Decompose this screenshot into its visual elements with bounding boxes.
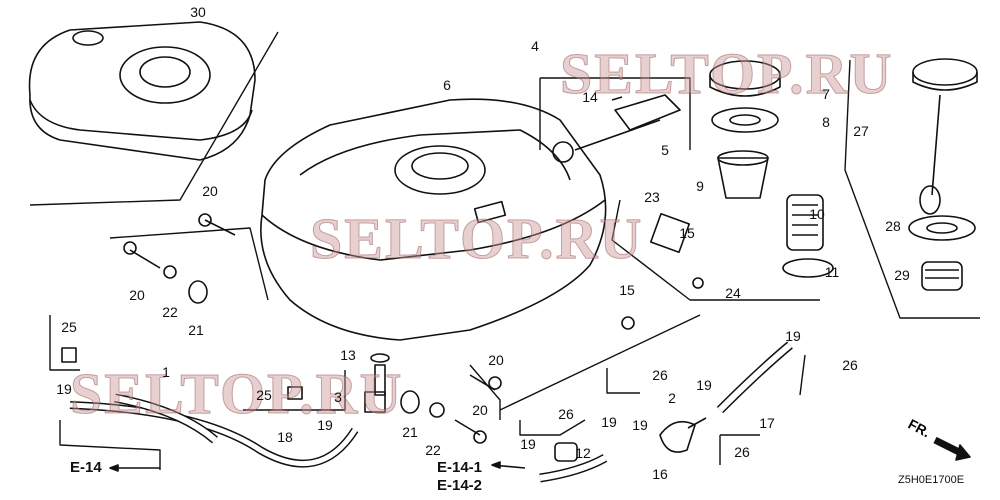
part-callout[interactable]: 21: [402, 424, 418, 440]
part-callout[interactable]: 18: [277, 429, 293, 445]
part-callout[interactable]: 20: [129, 287, 145, 303]
part-callout[interactable]: 28: [885, 218, 901, 234]
grouping-brackets: [29, 31, 980, 470]
part-callout[interactable]: 24: [725, 285, 741, 301]
reference-e14[interactable]: E-14: [70, 459, 102, 476]
part-callout[interactable]: 29: [894, 267, 910, 283]
reference-arrows: [109, 436, 971, 472]
part-callout[interactable]: 26: [734, 444, 750, 460]
part-callout[interactable]: 25: [256, 387, 272, 403]
part-callout[interactable]: 7: [822, 86, 830, 102]
watermark: SELTOP.RU: [309, 206, 644, 272]
part-callout[interactable]: 19: [785, 328, 801, 344]
part-callout[interactable]: 23: [644, 189, 660, 205]
tank-cover-part: [28, 21, 256, 161]
part-callout[interactable]: 20: [488, 352, 504, 368]
part-callout[interactable]: 19: [520, 436, 536, 452]
part-callout[interactable]: 19: [317, 417, 333, 433]
part-callout[interactable]: 16: [652, 466, 668, 482]
reference-e14-1[interactable]: E-14-1: [437, 459, 483, 476]
fuel-gauge-part: [552, 94, 681, 163]
part-callout[interactable]: 22: [162, 304, 178, 320]
part-callout[interactable]: 8: [822, 114, 830, 130]
part-callout[interactable]: 5: [661, 142, 669, 158]
part-callout[interactable]: 17: [759, 415, 775, 431]
bolts-and-dampers: [61, 213, 704, 444]
part-callout[interactable]: 15: [619, 282, 635, 298]
part-callout[interactable]: 19: [632, 417, 648, 433]
part-callout[interactable]: 26: [842, 357, 858, 373]
part-callout[interactable]: 25: [61, 319, 77, 335]
part-callout[interactable]: 9: [696, 178, 704, 194]
part-callout[interactable]: 4: [531, 38, 539, 54]
part-callout[interactable]: 27: [853, 123, 869, 139]
part-callout[interactable]: 3: [334, 389, 342, 405]
fuel-tank-part: [260, 98, 607, 341]
part-callout[interactable]: 20: [202, 183, 218, 199]
part-callout[interactable]: 15: [679, 225, 695, 241]
part-callout[interactable]: 14: [582, 89, 598, 105]
part-callout[interactable]: 21: [188, 322, 204, 338]
part-callout[interactable]: 19: [56, 381, 72, 397]
watermark: SELTOP.RU: [69, 361, 404, 427]
part-callout[interactable]: 10: [809, 206, 825, 222]
part-callout[interactable]: 22: [425, 442, 441, 458]
fuel-valves-and-hoses: [69, 341, 793, 483]
part-callout[interactable]: 26: [652, 367, 668, 383]
part-callout[interactable]: 6: [443, 77, 451, 93]
part-callout[interactable]: 13: [340, 347, 356, 363]
part-callout[interactable]: 30: [190, 4, 206, 20]
fuel-caps-and-strainers: [649, 58, 978, 291]
part-callout[interactable]: 19: [696, 377, 712, 393]
part-callout[interactable]: 19: [601, 414, 617, 430]
watermark: SELTOP.RU: [559, 41, 894, 107]
reference-e14-2[interactable]: E-14-2: [437, 477, 483, 494]
part-callout[interactable]: 1: [162, 364, 170, 380]
part-callout[interactable]: 2: [668, 390, 676, 406]
part-callout[interactable]: 12: [575, 445, 591, 461]
part-callout[interactable]: 11: [824, 264, 840, 280]
part-callout[interactable]: 20: [472, 402, 488, 418]
part-callout[interactable]: 26: [558, 406, 574, 422]
diagram-code: Z5H0E1700E: [898, 474, 965, 486]
